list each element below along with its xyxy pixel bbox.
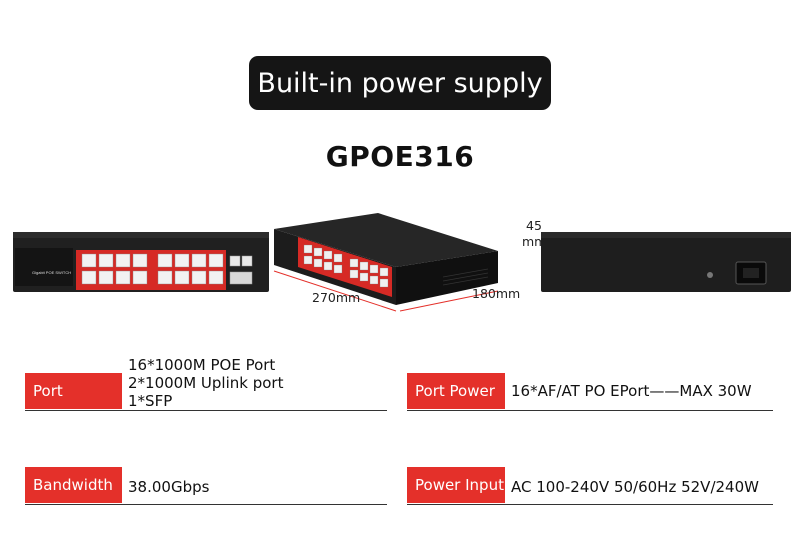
- front-rj45-port: [81, 270, 97, 285]
- perspective-rj45-port: [369, 264, 379, 274]
- port-value-poe: 16*1000M POE Port: [128, 356, 276, 374]
- spec-port: Port: [25, 373, 387, 413]
- power-input-label: Power Input: [407, 467, 505, 503]
- front-rj45-port: [98, 270, 114, 285]
- perspective-rj45-port: [359, 272, 369, 282]
- front-rj45-port: [174, 270, 190, 285]
- switch-perspective-view: [273, 213, 499, 312]
- spec-power-input: Power Input AC 100-240V 50/60Hz 52V/240W: [407, 467, 773, 507]
- banner-text: Built-in power supply: [257, 67, 543, 99]
- power-input-value: AC 100-240V 50/60Hz 52V/240W: [511, 478, 759, 496]
- perspective-rj45-port: [369, 275, 379, 285]
- perspective-rj45-port: [349, 269, 359, 279]
- switch-rear-view: [541, 232, 791, 292]
- front-rj45-port: [98, 253, 114, 268]
- perspective-rj45-port: [333, 264, 343, 274]
- front-rj45-port: [132, 270, 148, 285]
- switch-front-view: Gigabit POE SWITCH: [13, 232, 269, 292]
- front-rj45-port: [208, 270, 224, 285]
- front-rj45-port: [115, 270, 131, 285]
- port-values: 16*1000M POE Port 2*1000M Uplink port 1*…: [128, 356, 283, 410]
- front-rj45-port: [174, 253, 190, 268]
- port-value-sfp: 1*SFP: [128, 392, 173, 410]
- perspective-rj45-port: [323, 261, 333, 271]
- front-brand-text: Gigabit POE SWITCH: [32, 270, 71, 275]
- front-rj45-port: [208, 253, 224, 268]
- perspective-rj45-port: [303, 255, 313, 265]
- front-rj45-port: [157, 270, 173, 285]
- front-rj45-port: [132, 253, 148, 268]
- front-rj45-port: [191, 270, 207, 285]
- port-power-value: 16*AF/AT PO EPort——MAX 30W: [511, 382, 752, 400]
- model-name: GPOE316: [325, 140, 475, 173]
- port-power-underline: [407, 410, 773, 411]
- bandwidth-label: Bandwidth: [25, 467, 122, 503]
- height-dimension-unit: mm: [522, 234, 547, 249]
- perspective-rj45-port: [359, 261, 369, 271]
- port-underline: [25, 410, 387, 411]
- port-value-uplink: 2*1000M Uplink port: [128, 374, 284, 392]
- front-rj45-port: [115, 253, 131, 268]
- port-power-label: Port Power: [407, 373, 505, 409]
- port-label: Port: [25, 373, 122, 409]
- title-banner: Built-in power supply: [249, 56, 551, 110]
- power-input-underline: [407, 504, 773, 505]
- front-rj45-port: [81, 253, 97, 268]
- front-rj45-port: [191, 253, 207, 268]
- perspective-rj45-port: [303, 244, 313, 254]
- perspective-rj45-port: [313, 247, 323, 257]
- spec-bandwidth: Bandwidth 38.00Gbps: [25, 467, 387, 507]
- perspective-rj45-port: [379, 267, 389, 277]
- bandwidth-value: 38.00Gbps: [128, 478, 210, 496]
- length-dimension: 270mm: [312, 290, 361, 305]
- perspective-rj45-port: [379, 278, 389, 288]
- perspective-rj45-port: [313, 258, 323, 268]
- spec-port-power: Port Power 16*AF/AT PO EPort——MAX 30W: [407, 373, 773, 413]
- perspective-rj45-port: [333, 253, 343, 263]
- perspective-rj45-port: [323, 250, 333, 260]
- bandwidth-underline: [25, 504, 387, 505]
- height-dimension-value: 45: [526, 218, 542, 233]
- width-dimension: 180mm: [472, 286, 521, 301]
- front-rj45-port: [157, 253, 173, 268]
- perspective-rj45-port: [349, 258, 359, 268]
